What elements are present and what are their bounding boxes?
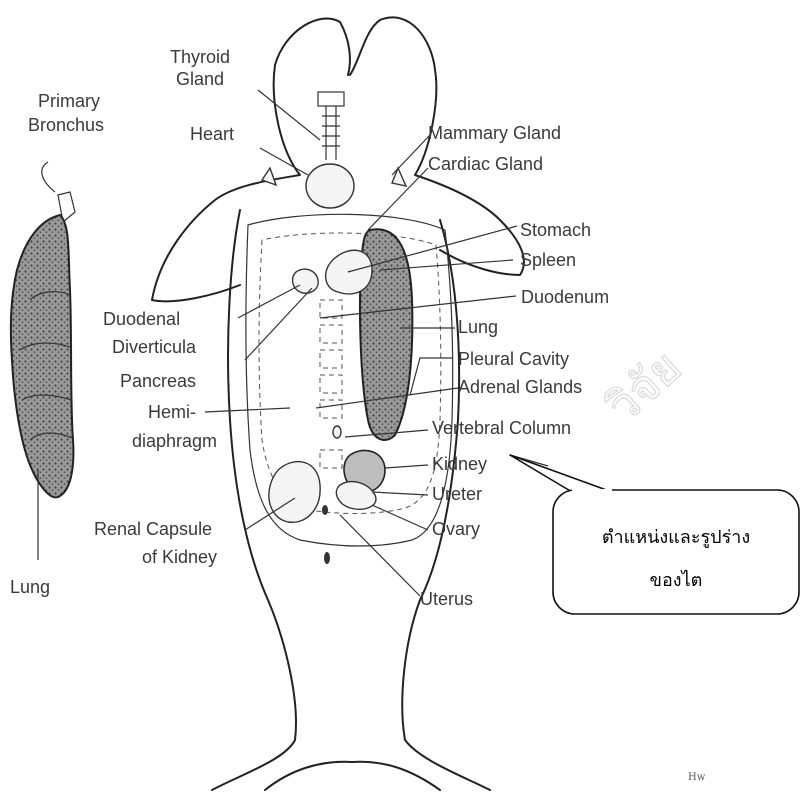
label-ovary: Ovary bbox=[432, 519, 480, 539]
adrenal-gland-shape bbox=[333, 426, 341, 438]
snout-outline bbox=[275, 17, 435, 75]
label-hemi-diaphragm-line1: Hemi- bbox=[148, 402, 196, 422]
watermark-text: วิจัย bbox=[596, 340, 692, 434]
label-heart: Heart bbox=[190, 124, 234, 144]
label-mammary-gland: Mammary Gland bbox=[428, 123, 561, 143]
left-flipper-outline bbox=[152, 65, 300, 301]
label-lung-right: Lung bbox=[458, 317, 498, 337]
vertebral-column-shape bbox=[320, 300, 342, 468]
label-duodenal-diverticula-line2: Diverticula bbox=[112, 337, 197, 357]
label-adrenal-glands: Adrenal Glands bbox=[458, 377, 582, 397]
label-kidney: Kidney bbox=[432, 454, 487, 474]
label-thyroid-gland-line1: Thyroid bbox=[170, 47, 230, 67]
mammary-gland-right bbox=[392, 168, 406, 186]
bronchus-leader bbox=[42, 162, 55, 192]
trachea bbox=[326, 106, 336, 160]
tail-fluke-outline bbox=[265, 762, 440, 790]
callout-line1: ตำแหน่งและรูปร่าง bbox=[602, 527, 750, 548]
label-primary-bronchus-line2: Bronchus bbox=[28, 115, 104, 135]
label-primary-bronchus-line1: Primary bbox=[38, 91, 100, 111]
kidney-callout: ตำแหน่งและรูปร่าง ของไต bbox=[510, 455, 799, 614]
renal-capsule-shape bbox=[269, 462, 320, 523]
right-body-side bbox=[402, 220, 490, 790]
callout-line2: ของไต bbox=[650, 569, 703, 591]
callout-pointer-join bbox=[572, 489, 612, 493]
label-duodenal-diverticula-line1: Duodenal bbox=[103, 309, 180, 329]
trachea-rings bbox=[322, 116, 340, 146]
label-pancreas: Pancreas bbox=[120, 371, 196, 391]
detached-lung-illustration bbox=[11, 162, 75, 560]
anatomy-labels: Thyroid Gland Primary Bronchus Heart Mam… bbox=[10, 47, 706, 783]
label-thyroid-gland-line2: Gland bbox=[176, 69, 224, 89]
urogenital-opening bbox=[322, 505, 328, 515]
label-pleural-cavity: Pleural Cavity bbox=[458, 349, 569, 369]
label-stomach: Stomach bbox=[520, 220, 591, 240]
label-duodenum: Duodenum bbox=[521, 287, 609, 307]
heart-shape bbox=[306, 164, 354, 208]
duodenal-diverticula-shape bbox=[293, 269, 319, 293]
thyroid-block bbox=[318, 92, 344, 106]
label-cardiac-gland: Cardiac Gland bbox=[428, 154, 543, 174]
label-ureter: Ureter bbox=[432, 484, 482, 504]
anus-mark bbox=[324, 552, 330, 564]
left-lung-shape bbox=[11, 215, 74, 497]
label-lung-left: Lung bbox=[10, 577, 50, 597]
label-spleen: Spleen bbox=[520, 250, 576, 270]
label-renal-capsule-line2: of Kidney bbox=[142, 547, 217, 567]
callout-box bbox=[553, 490, 799, 614]
label-uterus: Uterus bbox=[420, 589, 473, 609]
label-hemi-diaphragm-line2: diaphragm bbox=[132, 431, 217, 451]
label-vertebral-column: Vertebral Column bbox=[432, 418, 571, 438]
illustrator-signature: Hw bbox=[688, 772, 706, 783]
label-renal-capsule-line1: Renal Capsule bbox=[94, 519, 212, 539]
callout-pointer bbox=[510, 455, 612, 492]
